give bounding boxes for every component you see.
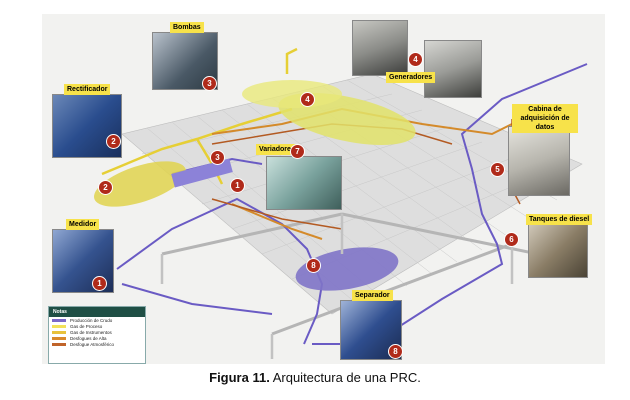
legend-label: Gas de Proceso xyxy=(70,323,103,329)
legend: Notas Producción de Crudo Gas de Proceso… xyxy=(48,306,146,364)
marker-1: 1 xyxy=(92,276,107,291)
legend-label: Desfogue Atmosférico xyxy=(70,341,115,347)
crude-production-lines xyxy=(116,63,588,345)
figure-caption: Figura 11. Arquitectura de una PRC. xyxy=(0,370,630,385)
legend-swatch xyxy=(52,318,66,322)
legend-swatch xyxy=(52,324,66,328)
marker-4b: 4 xyxy=(300,92,315,107)
legend-label: Producción de Crudo xyxy=(70,317,113,323)
rectificador-label: Rectificador xyxy=(64,84,111,95)
separator-vessel xyxy=(295,247,399,291)
marker-1b: 1 xyxy=(230,178,245,193)
bombas-label: Bombas xyxy=(170,22,204,33)
legend-item: Desfogue Atmosférico xyxy=(52,341,145,347)
legend-item: Desfogues de Alta xyxy=(52,335,145,341)
legend-swatch xyxy=(52,342,66,346)
process-architecture-figure: Bombas Generadores Rectificador Cabina d… xyxy=(42,14,605,364)
marker-4: 4 xyxy=(408,52,423,67)
marker-3b: 3 xyxy=(210,150,225,165)
legend-label: Desfogues de Alta xyxy=(70,335,107,341)
legend-title: Notas xyxy=(49,307,145,317)
legend-swatch xyxy=(52,336,66,340)
marker-7: 7 xyxy=(290,144,305,159)
variadores-photo xyxy=(266,156,342,210)
legend-label: Gas de Instrumentos xyxy=(70,329,112,335)
cabina-label: Cabina de adquisición de datos xyxy=(512,104,578,133)
generadores-photo-2 xyxy=(424,40,482,98)
marker-6: 6 xyxy=(504,232,519,247)
legend-item: Gas de Instrumentos xyxy=(52,329,145,335)
gas-scrubber-vessel xyxy=(242,80,416,145)
caption-prefix: Figura 11. xyxy=(209,370,270,385)
tanques-label: Tanques de diesel xyxy=(526,214,593,225)
generadores-photo-1 xyxy=(352,20,408,76)
legend-swatch xyxy=(52,330,66,334)
marker-2b: 2 xyxy=(98,180,113,195)
marker-5: 5 xyxy=(490,162,505,177)
legend-item: Producción de Crudo xyxy=(52,317,145,323)
cabina-photo xyxy=(508,126,570,196)
marker-8b: 8 xyxy=(388,344,403,359)
rectifier-vessel xyxy=(94,161,186,207)
marker-8: 8 xyxy=(306,258,321,273)
tanques-photo xyxy=(528,224,588,278)
pump-skid xyxy=(171,158,233,188)
legend-item: Gas de Proceso xyxy=(52,323,145,329)
variadores-label: Variadores xyxy=(256,144,298,155)
marker-3: 3 xyxy=(202,76,217,91)
medidor-label: Medidor xyxy=(66,219,100,230)
support-legs xyxy=(160,214,514,359)
marker-2: 2 xyxy=(106,134,121,149)
generadores-label: Generadores xyxy=(386,72,436,83)
separador-label: Separador xyxy=(352,290,393,301)
caption-text: Arquitectura de una PRC. xyxy=(269,370,421,385)
